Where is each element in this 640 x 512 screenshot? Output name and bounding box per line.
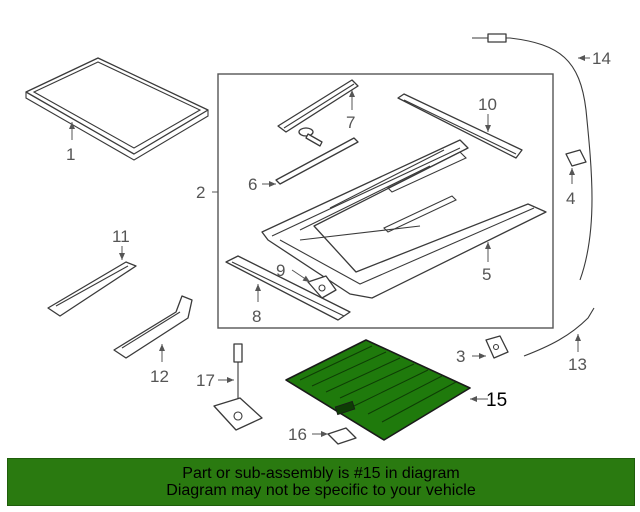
info-banner: Part or sub-assembly is #15 in diagram D… [7,458,635,506]
part-1-glass-panel[interactable] [25,57,209,161]
callout-3: 3 [456,347,465,366]
part-11-rail[interactable] [47,261,137,317]
part-13-hose[interactable] [523,307,595,357]
callout-10: 10 [478,95,497,114]
callout-11: 11 [112,227,130,246]
callout-7: 7 [346,113,355,132]
callout-1: 1 [66,145,75,164]
banner-line-2: Diagram may not be specific to your vehi… [166,482,476,499]
banner-line-1: Part or sub-assembly is #15 in diagram [182,465,460,482]
callout-13: 13 [568,355,587,374]
part-4-clip[interactable] [565,149,587,167]
callout-9: 9 [276,261,285,280]
part-8-guide[interactable] [225,255,351,321]
callout-12: 12 [150,367,169,386]
callout-14: 14 [592,49,611,68]
part-15-sunshade[interactable] [285,339,471,441]
part-17-motor[interactable] [213,343,263,431]
part-16-clip[interactable] [327,427,357,445]
part-5-frame[interactable] [261,139,547,299]
subassembly-box [217,73,554,329]
parts-diagram: 1 2 7 6 10 5 8 [25,33,611,445]
part-6-strip[interactable] [275,137,359,185]
callout-17: 17 [196,371,215,390]
part-14-cable[interactable] [472,33,593,281]
callout-2: 2 [196,183,205,202]
part-7-rail[interactable] [277,79,359,133]
callout-8: 8 [252,307,261,326]
part-12-bracket[interactable] [113,295,193,359]
bolt[interactable] [298,127,323,147]
callout-5: 5 [482,265,491,284]
part-3-bracket[interactable] [485,335,509,359]
callout-4: 4 [566,189,575,208]
callout-6: 6 [248,175,257,194]
callout-15: 15 [486,390,507,411]
part-10-deflector[interactable] [397,93,523,159]
part-9-bracket[interactable] [307,275,337,299]
callout-16: 16 [288,425,307,444]
